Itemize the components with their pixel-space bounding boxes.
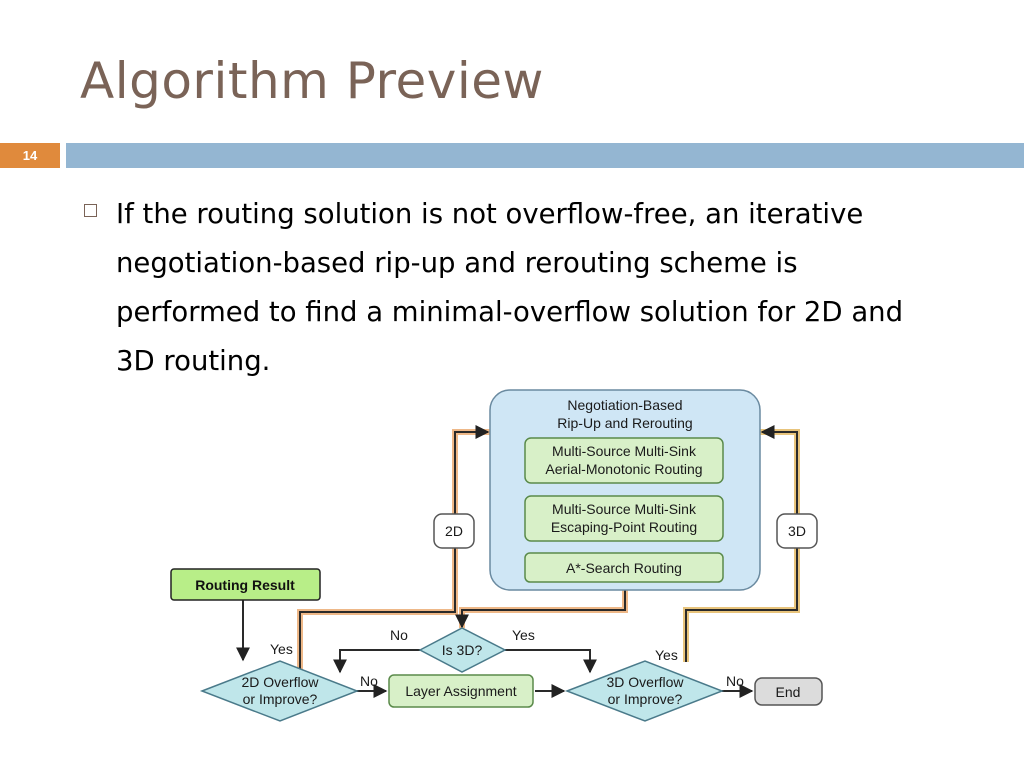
mssm-escaping-box: Multi-Source Multi-Sink Escaping-Point R… xyxy=(524,495,724,542)
nrr-title-line1: Negotiation-Based xyxy=(567,397,682,413)
mssm2-line1: Multi-Source Multi-Sink xyxy=(552,501,697,517)
astar-box: A*-Search Routing xyxy=(524,552,724,583)
astar-label: A*-Search Routing xyxy=(566,560,682,576)
end-box: End xyxy=(754,677,823,706)
feedback-wires xyxy=(297,425,800,675)
yes-label-is3d: Yes xyxy=(512,627,535,643)
nrr-title-line2: Rip-Up and Rerouting xyxy=(557,415,692,431)
yes-label-3d: Yes xyxy=(655,647,678,663)
routing-result-box: Routing Result xyxy=(170,568,321,601)
end-label: End xyxy=(776,684,801,700)
bullet-square-icon xyxy=(84,204,97,217)
overflow-2d-diamond: 2D Overflow or Improve? xyxy=(199,660,360,722)
no-label-is3d: No xyxy=(390,627,408,643)
layer-assignment-label: Layer Assignment xyxy=(405,683,516,699)
overflow3d-line1: 3D Overflow xyxy=(606,674,684,690)
is3d-diamond: Is 3D? xyxy=(418,627,507,673)
mssm1-line2: Aerial-Monotonic Routing xyxy=(545,461,702,477)
mssm1-line1: Multi-Source Multi-Sink xyxy=(552,443,697,459)
flow-arrows xyxy=(236,600,754,698)
layer-assignment-box: Layer Assignment xyxy=(388,674,534,708)
is3d-label: Is 3D? xyxy=(442,642,483,658)
mssm2-line2: Escaping-Point Routing xyxy=(551,519,697,535)
slide-title: Algorithm Preview xyxy=(80,52,544,110)
tag-2d: 2D xyxy=(433,513,475,549)
tag-3d: 3D xyxy=(776,513,818,549)
tag-3d-label: 3D xyxy=(788,523,806,539)
no-label-2d: No xyxy=(360,673,378,689)
yes-label-2d: Yes xyxy=(270,641,293,657)
overflow-3d-diamond: 3D Overflow or Improve? xyxy=(564,660,725,722)
overflow2d-line2: or Improve? xyxy=(243,691,318,707)
slide-number: 14 xyxy=(0,143,60,168)
bullet-text: If the routing solution is not overflow-… xyxy=(116,198,904,377)
no-label-3d: No xyxy=(726,673,744,689)
routing-result-label: Routing Result xyxy=(195,577,295,593)
overflow2d-line1: 2D Overflow xyxy=(241,674,319,690)
title-band xyxy=(66,143,1024,168)
mssm-aerial-box: Multi-Source Multi-Sink Aerial-Monotonic… xyxy=(524,437,724,484)
overflow3d-line2: or Improve? xyxy=(608,691,683,707)
tag-2d-label: 2D xyxy=(445,523,463,539)
